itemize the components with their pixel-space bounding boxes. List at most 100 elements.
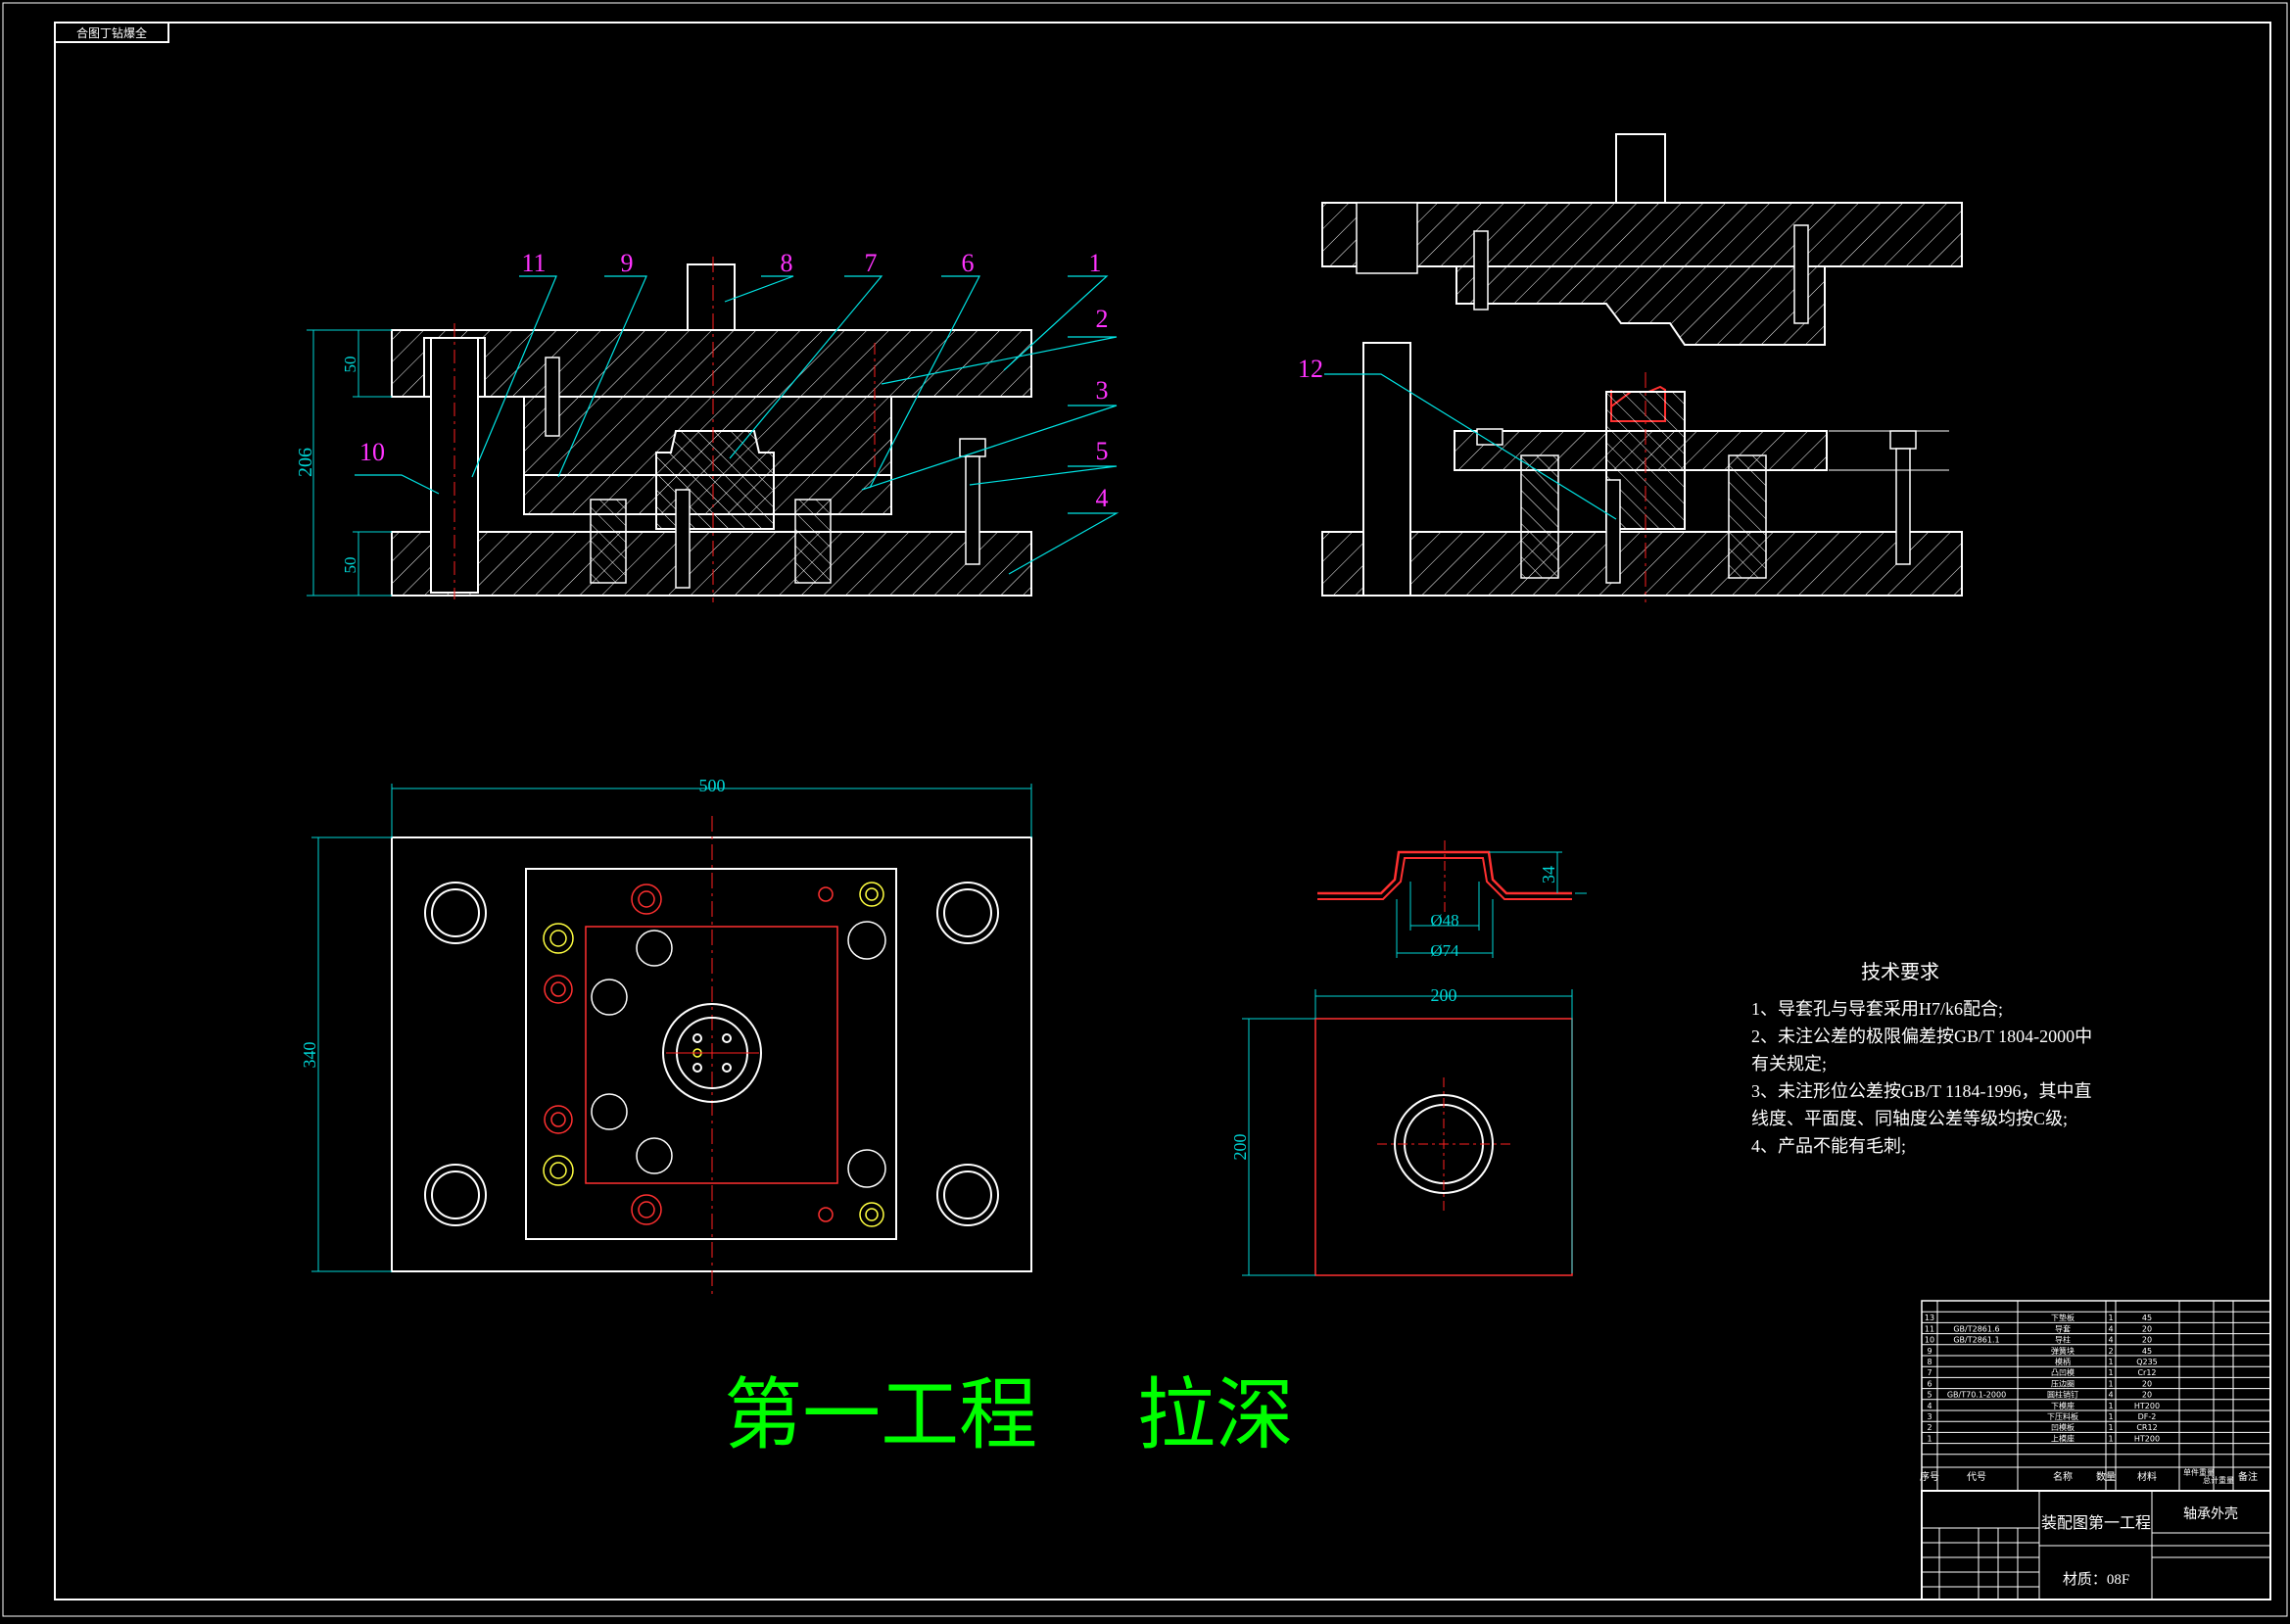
part-profile xyxy=(1317,850,1572,895)
balloon-7: 7 xyxy=(865,249,878,277)
die-shank xyxy=(687,263,736,331)
parts-list-cell: 4 xyxy=(2108,1324,2113,1333)
parts-list-cell: Cr12 xyxy=(2137,1368,2156,1377)
header-material: 材料 xyxy=(2137,1470,2157,1483)
dim-part-height: 34 xyxy=(1539,866,1558,884)
parts-list-cell: 1 xyxy=(2108,1402,2113,1410)
stop-screw xyxy=(965,455,980,565)
dim-top-plate: 50 xyxy=(341,357,359,373)
dim-plan-width: 500 xyxy=(699,776,726,795)
balloon-1: 1 xyxy=(1089,249,1102,277)
drawing-title: 装配图第一工程 xyxy=(2041,1514,2151,1532)
balloon-6: 6 xyxy=(962,249,975,277)
plan-dimensions xyxy=(311,784,1032,1272)
upper-die-seat xyxy=(391,329,1032,398)
parts-list-cell: 20 xyxy=(2142,1379,2152,1388)
parts-list-cell: 11 xyxy=(1925,1324,1934,1333)
parts-list-cell: Q235 xyxy=(2136,1358,2158,1366)
parts-list-cell: 1 xyxy=(2108,1358,2113,1366)
lower-die-seat xyxy=(391,531,1032,597)
material: 材质：08F xyxy=(2063,1571,2129,1588)
balloon-9: 9 xyxy=(621,249,634,277)
blank-circle-outer xyxy=(1394,1094,1494,1194)
blank-dimensions xyxy=(1242,989,1573,1276)
inner-border xyxy=(54,22,2271,1600)
leader-12 xyxy=(1324,373,1617,520)
parts-list-cell: 20 xyxy=(2142,1391,2152,1400)
header-unit-weight: 单件重量 xyxy=(2183,1467,2215,1477)
side-upper-seat xyxy=(1321,202,1963,267)
parts-list-cell: GB/T2861.1 xyxy=(1953,1336,1999,1345)
dim-total-height: 206 xyxy=(295,448,316,477)
parts-list-cell: GB/T2861.6 xyxy=(1953,1324,1999,1333)
parts-list-cell: 1 xyxy=(2108,1314,2113,1322)
parts-list-cell: 3 xyxy=(1927,1412,1932,1421)
side-stop-screw-head xyxy=(1889,430,1917,450)
header-remark: 备注 xyxy=(2238,1470,2258,1483)
tech-req-line-2: 2、未注公差的极限偏差按GB/T 1804-2000中 xyxy=(1751,1027,2092,1046)
header-name: 名称 xyxy=(2053,1470,2073,1483)
side-shank xyxy=(1615,133,1666,204)
header-total-weight: 总计重量 xyxy=(2203,1475,2234,1485)
parts-list-cell: 下垫板 xyxy=(2051,1313,2075,1322)
parts-list-cell: 45 xyxy=(2142,1314,2152,1322)
tech-req-line-3: 有关规定; xyxy=(1751,1054,1827,1074)
side-upper-screw xyxy=(1473,230,1489,310)
parts-list-cell: 1 xyxy=(2108,1412,2113,1421)
side-section-view: 12 xyxy=(1298,133,1963,602)
header-code: 代号 xyxy=(1967,1471,1986,1483)
side-guide-pillar xyxy=(1362,342,1411,597)
parts-list-cell: 20 xyxy=(2142,1336,2152,1345)
tech-req-line-4: 3、未注形位公差按GB/T 1184-1996，其中直 xyxy=(1751,1081,2092,1101)
part-sketch: 34 Ø48 Ø74 xyxy=(1317,840,1587,960)
parts-list-cell: 下压料板 xyxy=(2047,1411,2078,1421)
parts-list-cell: 1 xyxy=(2108,1368,2113,1377)
balloon-4: 4 xyxy=(1096,484,1109,512)
side-lower-seat xyxy=(1321,531,1963,597)
header-qty: 数量 xyxy=(2096,1470,2116,1483)
parts-list-cell: 2 xyxy=(2108,1347,2113,1356)
parts-list-cell: 弹簧块 xyxy=(2051,1346,2075,1356)
header-no: 序号 xyxy=(1920,1470,1939,1483)
parts-list-cell: 凸凹模 xyxy=(2051,1367,2075,1377)
parts-list-cell: 1 xyxy=(1927,1434,1932,1443)
parts-list-cell: 1 xyxy=(2108,1434,2113,1443)
balloon-10: 10 xyxy=(359,438,385,466)
tech-requirements: 技术要求 1、导套孔与导套采用H7/k6配合; 2、未注公差的极限偏差按GB/T… xyxy=(1751,961,2092,1156)
parts-list-cell: 4 xyxy=(1927,1402,1932,1410)
front-section-view: 206 50 50 11 9 8 7 6 1 2 3 5 4 xyxy=(295,249,1120,602)
side-center-screw xyxy=(1605,479,1621,584)
parts-list-cell: 13 xyxy=(1925,1314,1934,1322)
parts-list-cell: CR12 xyxy=(2136,1423,2157,1432)
parts-list-cell: GB/T70.1-2000 xyxy=(1947,1391,2006,1400)
balloon-11: 11 xyxy=(521,249,546,277)
parts-list-cell: 5 xyxy=(1927,1391,1932,1400)
title-block xyxy=(1921,1490,2271,1600)
side-bushing-left xyxy=(1520,454,1559,579)
part-profile-inner xyxy=(1317,857,1572,900)
dim-blank-width: 200 xyxy=(1431,985,1457,1005)
lower-bushing-right xyxy=(794,499,832,584)
center-screw xyxy=(675,489,691,589)
side-upper-pin xyxy=(1793,224,1809,324)
balloon-2: 2 xyxy=(1096,305,1109,333)
process-title: 第一工程 拉深 xyxy=(724,1369,1294,1460)
balloon-8: 8 xyxy=(781,249,793,277)
balloon-5: 5 xyxy=(1096,437,1109,465)
front-view-leaders xyxy=(355,275,1120,575)
side-screw-head xyxy=(1476,428,1503,446)
dim-bottom-plate: 50 xyxy=(341,557,359,574)
corner-tag: 合图丁钻爆全 xyxy=(54,22,169,43)
lower-bushing-left xyxy=(590,499,627,584)
parts-list-cell: 20 xyxy=(2142,1324,2152,1333)
side-bushing-right xyxy=(1728,454,1767,579)
parts-list-cell: 导套 xyxy=(2055,1323,2071,1333)
title-block-text: 装配图第一工程 轴承外壳 材质：08F xyxy=(2041,1505,2238,1588)
dim-blank-height: 200 xyxy=(1230,1134,1250,1161)
plan-die-plate xyxy=(525,868,897,1240)
stop-screw-head xyxy=(959,438,986,457)
front-view-dimensions xyxy=(307,329,392,597)
